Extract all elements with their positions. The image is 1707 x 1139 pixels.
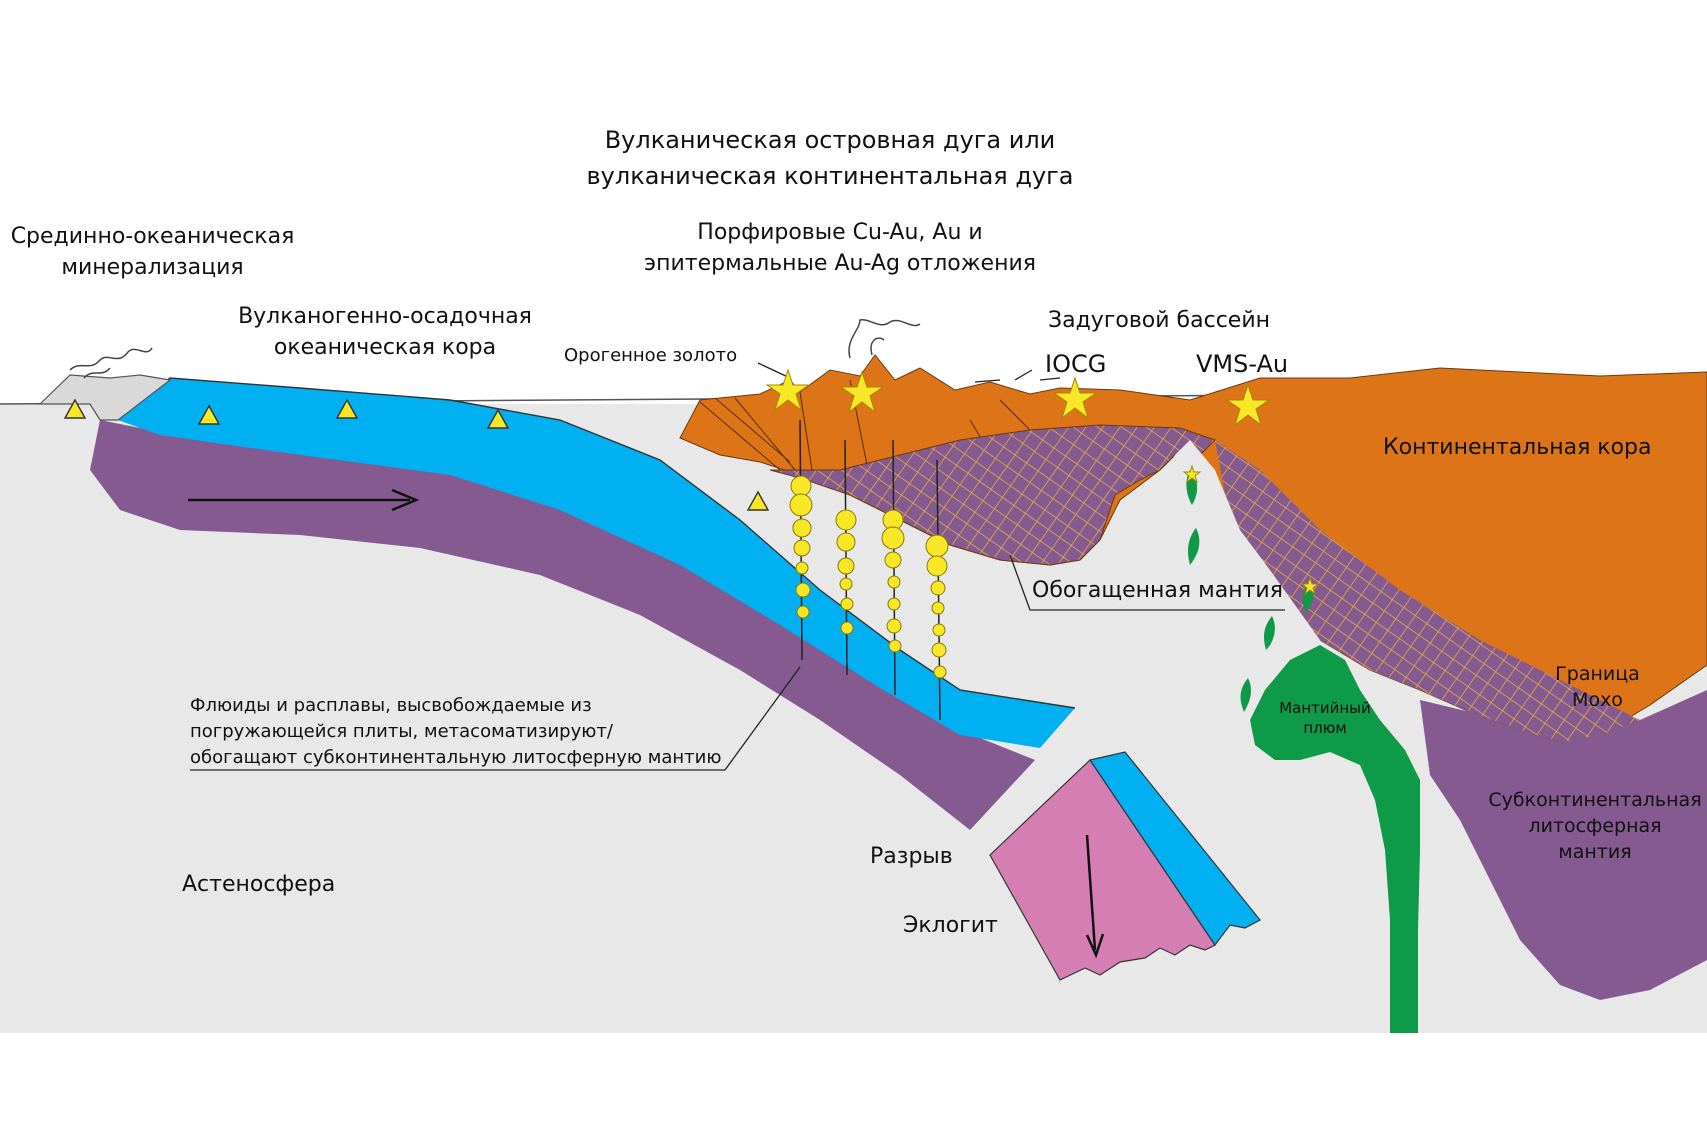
bottom-margin <box>0 1033 1707 1139</box>
label-volcano-crust-1: Вулканогенно-осадочная <box>238 304 532 329</box>
plate-motion-arrow-head <box>391 488 420 512</box>
label-sclm-2: литосферная <box>1528 815 1662 837</box>
label-plume-2: плюм <box>1303 719 1347 737</box>
label-fluids-3: обогащают субконтинентальную литосферную… <box>190 747 722 768</box>
mantle-plume <box>1250 645 1420 1033</box>
crust-outline <box>117 377 1076 709</box>
label-sclm-1: Субконтинентальная <box>1488 789 1702 811</box>
star-icon <box>765 368 811 412</box>
oceanic-crust <box>118 378 1075 748</box>
label-moho-2: Мохо <box>1572 689 1623 711</box>
fluids-leader <box>190 666 801 771</box>
label-fluids-1: Флюиды и расплавы, высвобождаемые из <box>190 695 592 716</box>
triangle-icon <box>335 398 359 419</box>
title-line-2: вулканическая континентальная дуга <box>586 162 1074 190</box>
sinking-arrow-head <box>1085 933 1105 959</box>
arc-structure-lines <box>699 379 1041 481</box>
enriched-mantle-right <box>1215 440 1640 742</box>
title-line-1: Вулканическая островная дуга или <box>604 126 1056 154</box>
star-icon <box>1300 576 1320 596</box>
triangle-icon <box>197 404 221 425</box>
label-mid-ocean-1: Срединно-океаническая <box>10 224 295 249</box>
label-porphyry-2: эпитермальные Au-Ag отложения <box>644 251 1036 276</box>
enriched-leader <box>1009 554 1285 611</box>
label-mid-ocean-2: минерализация <box>61 255 244 280</box>
oceanic-lithosphere <box>90 420 1035 830</box>
plume-drop <box>1188 528 1200 565</box>
label-break: Разрыв <box>870 844 953 869</box>
subcontinental-mantle <box>1420 690 1707 1000</box>
melt-bubbles <box>789 475 949 679</box>
label-sclm-3: мантия <box>1558 841 1632 863</box>
star-icon <box>1182 464 1202 484</box>
star-icon <box>839 370 885 414</box>
star-icon <box>1225 383 1271 427</box>
arc-smoke <box>848 319 921 359</box>
triangle-icon <box>746 490 770 511</box>
label-volcano-crust-2: океаническая кора <box>273 335 497 360</box>
triangle-icon <box>63 398 87 419</box>
label-orogenic-gold: Орогенное золото <box>564 345 738 366</box>
mineral-triangles <box>63 398 770 511</box>
label-moho-1: Граница <box>1555 663 1640 685</box>
orogenic-leader <box>757 362 791 379</box>
label-vms: VMS-Au <box>1196 350 1289 378</box>
fault-marks <box>974 369 1061 383</box>
ridge-smoke <box>69 347 153 379</box>
label-fluids-2: погружающейся плиты, метасоматизируют/ <box>190 721 613 742</box>
triangle-icon <box>486 408 510 429</box>
enriched-mantle <box>769 424 1216 566</box>
eclogite-crust <box>1089 751 1261 947</box>
label-asthenosphere: Астеносфера <box>182 872 336 897</box>
label-plume-1: Мантийный <box>1279 699 1371 717</box>
star-icon <box>1052 376 1098 420</box>
sinking-arrow <box>1085 834 1097 951</box>
deposit-stars <box>765 368 1320 596</box>
label-backarc: Задуговой бассейн <box>1048 308 1271 333</box>
label-eclogite: Эклогит <box>903 913 998 938</box>
label-porphyry-1: Порфировые Cu-Au, Au и <box>697 220 983 245</box>
label-continental-crust: Континентальная кора <box>1383 435 1652 460</box>
ridge-volcano <box>38 374 172 421</box>
label-iocg: IOCG <box>1045 350 1107 378</box>
plume-drop <box>1264 616 1275 650</box>
label-enriched-mantle: Обогащенная мантия <box>1032 578 1283 603</box>
plume-drop <box>1240 678 1251 712</box>
